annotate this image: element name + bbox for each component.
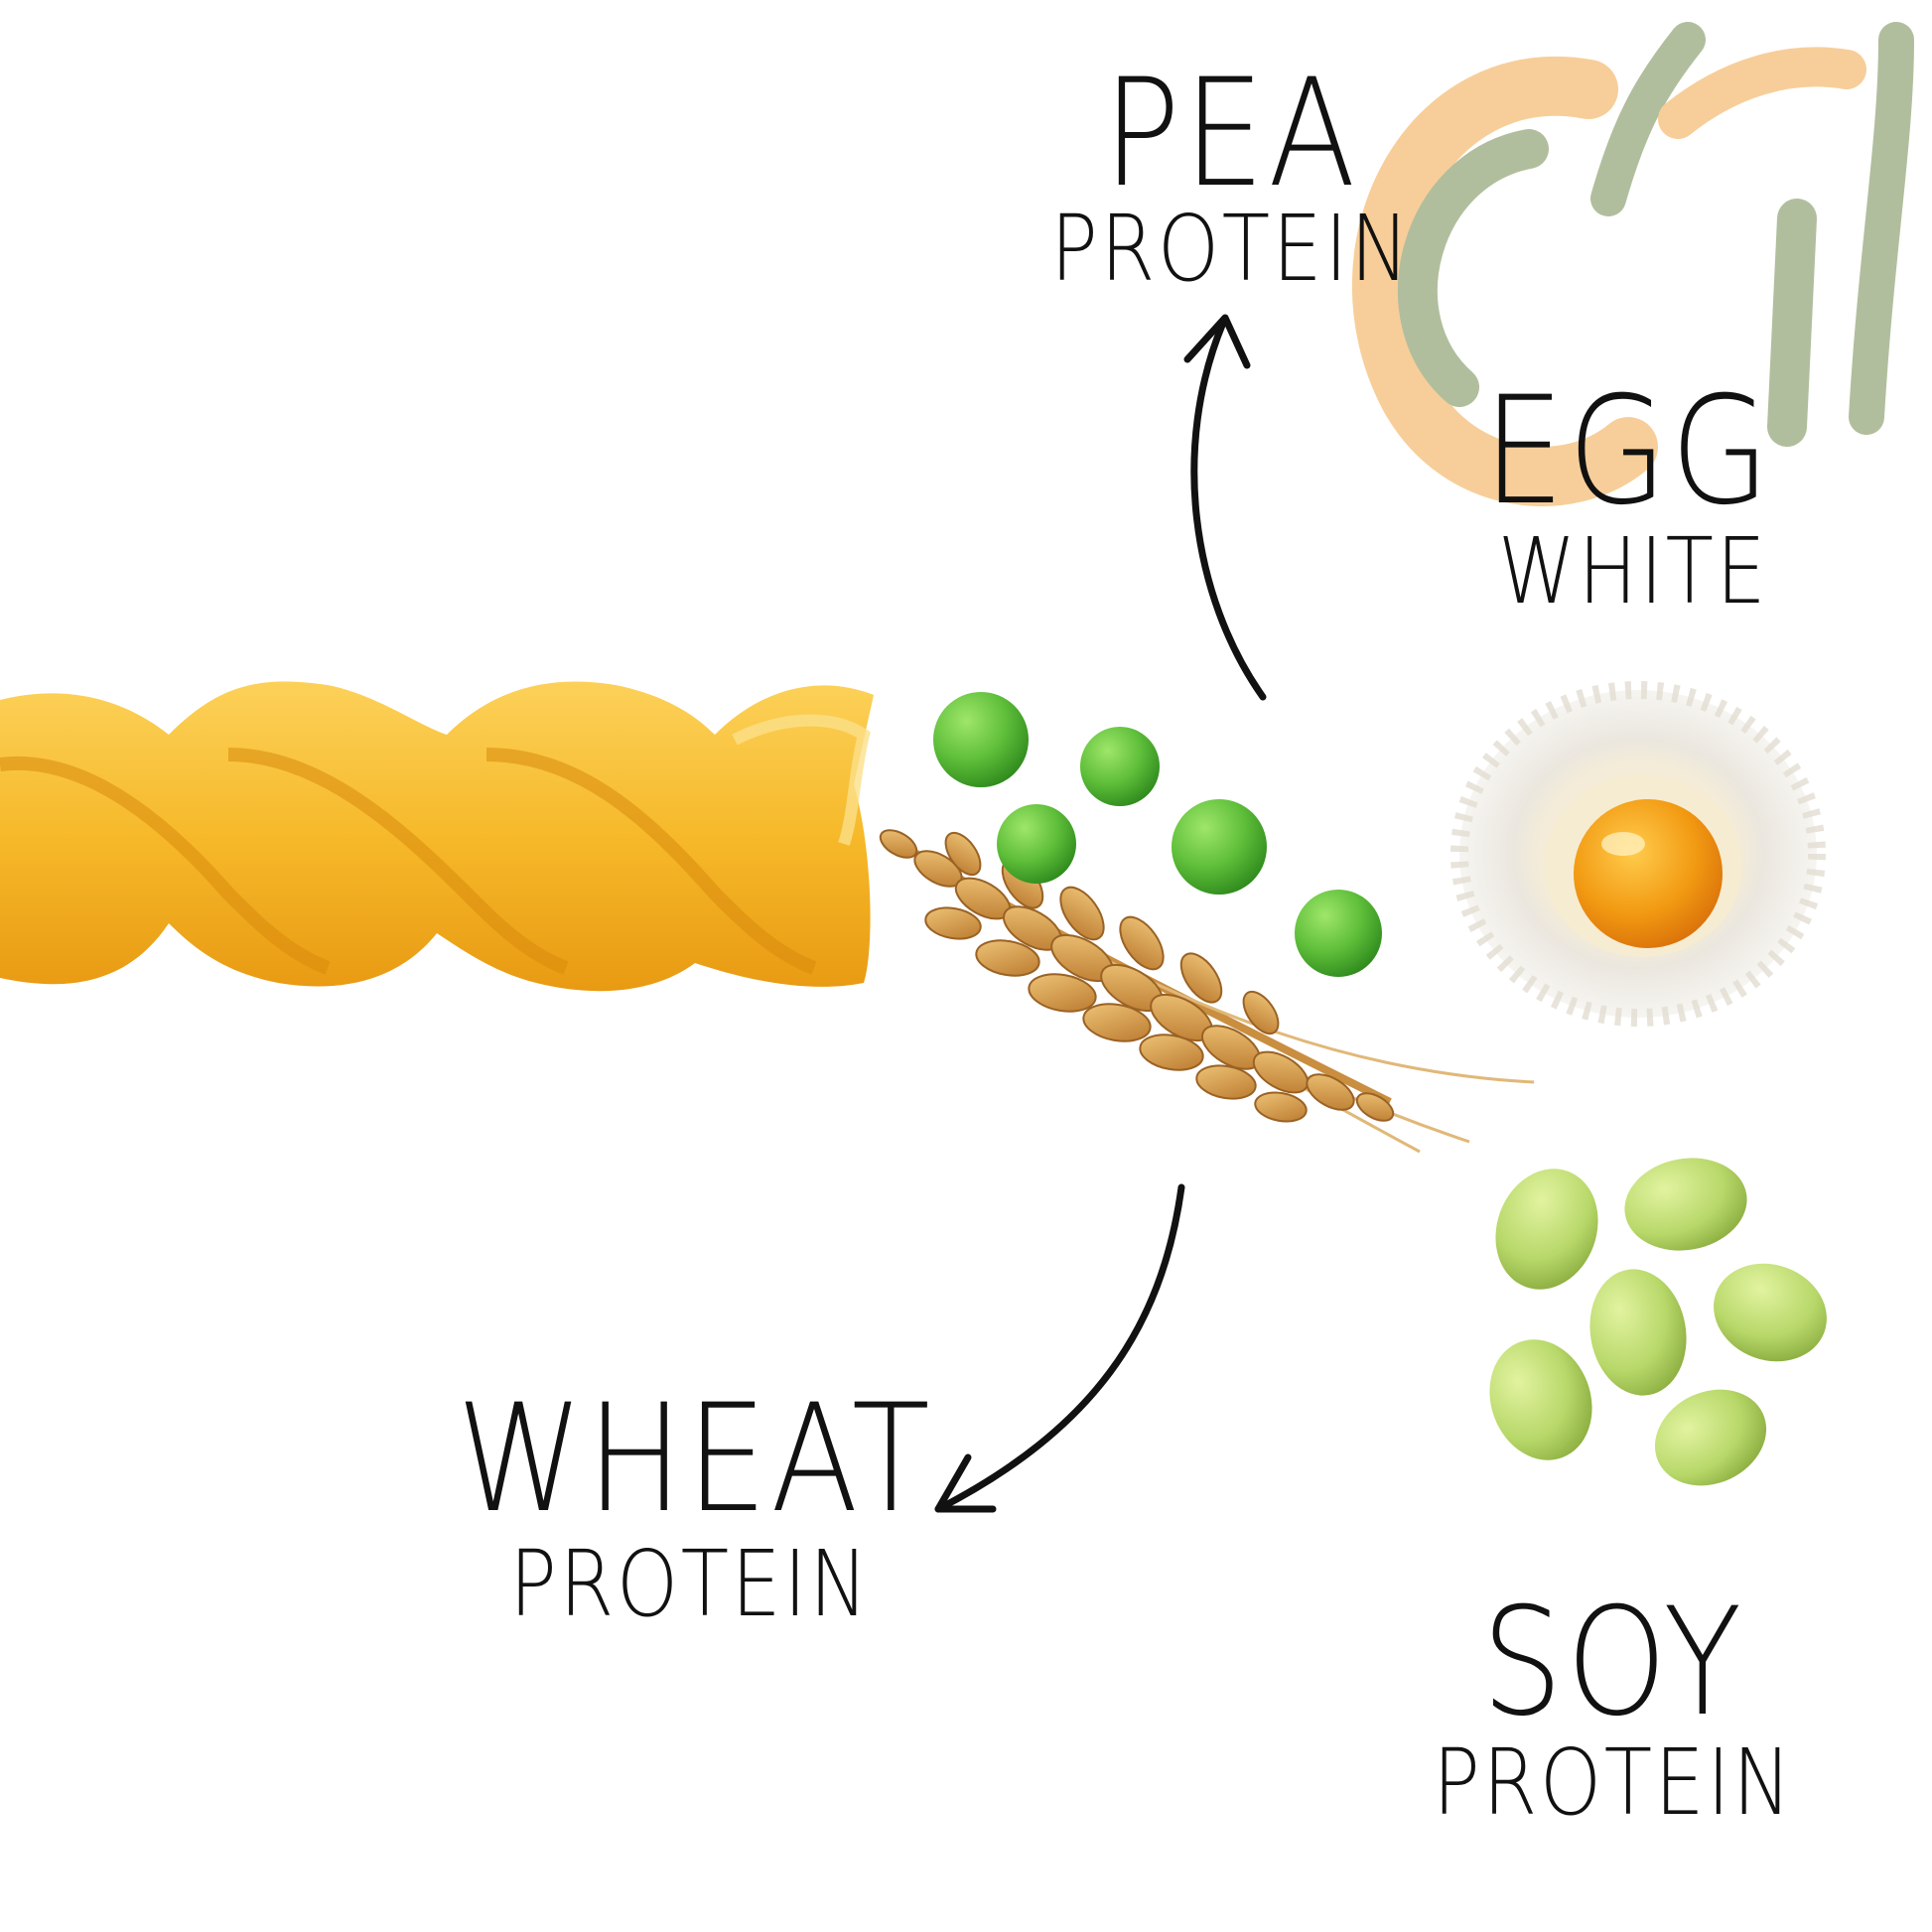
pea [1295, 890, 1382, 977]
logo-watermark [1351, 22, 1914, 506]
arrow-to-pea-head [1183, 314, 1251, 369]
egg-in-flour-image [1450, 681, 1826, 1027]
pea [997, 804, 1076, 884]
wheat-label-title: WHEAT [456, 1373, 934, 1546]
soybean [1714, 1263, 1827, 1362]
egg-label-sub: WHITE [1497, 518, 1769, 624]
egg-label-title: EGG [1483, 365, 1773, 538]
arrow-to-wheat [934, 1183, 1185, 1513]
pea [933, 692, 1029, 787]
soybean [1589, 1269, 1687, 1396]
pea-label-sub: PROTEIN [1050, 196, 1412, 302]
arrow-to-wheat-head [934, 1453, 997, 1513]
wheat-label-sub: PROTEIN [509, 1531, 871, 1637]
soy-label-title: SOY [1481, 1577, 1745, 1749]
fusilli-pasta-image [0, 681, 874, 992]
soybean [1495, 1169, 1598, 1290]
pea [1080, 727, 1160, 806]
wheat-ear-image [879, 829, 1535, 1154]
pea-label-title: PEA [1103, 48, 1359, 220]
pea-image [933, 692, 1382, 977]
soybean [1489, 1339, 1592, 1460]
soybean-image [1489, 1158, 1827, 1486]
arrow-to-pea [1190, 319, 1267, 701]
pea [1172, 799, 1267, 895]
arrow-icon [934, 314, 1267, 1513]
soybean [1624, 1158, 1747, 1251]
soybean [1654, 1389, 1767, 1486]
soy-label-sub: PROTEIN [1433, 1729, 1794, 1836]
